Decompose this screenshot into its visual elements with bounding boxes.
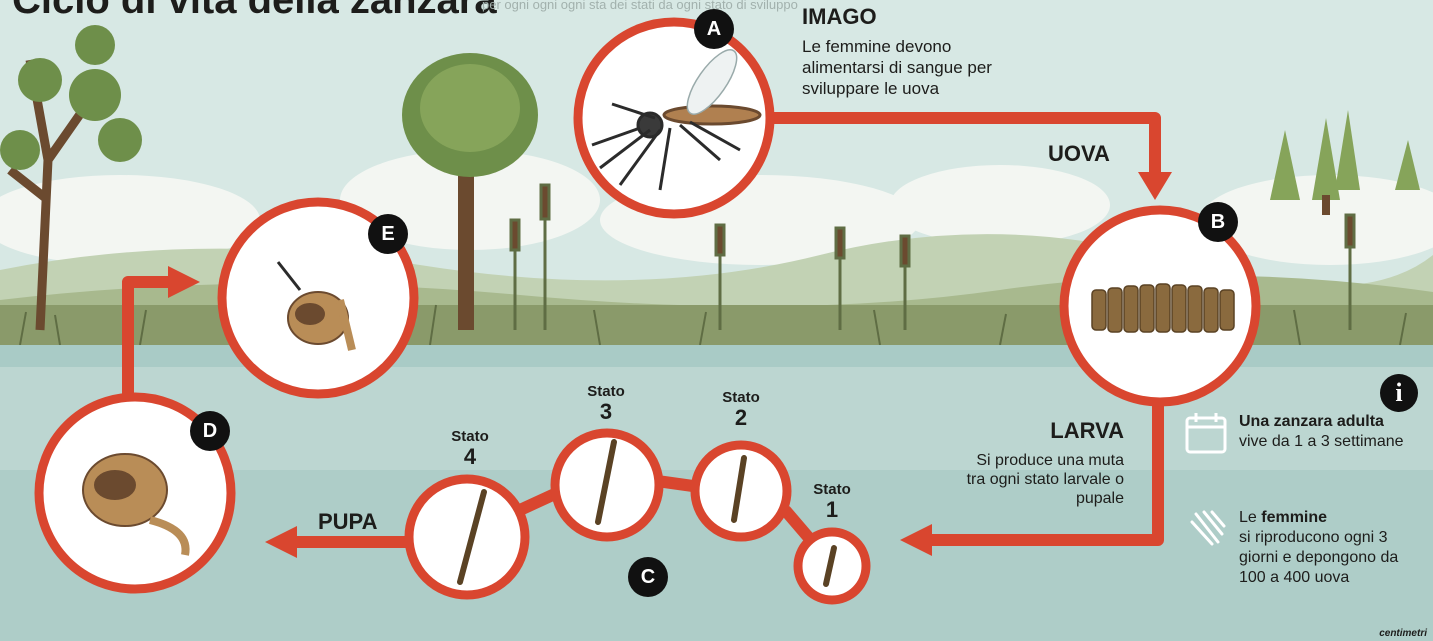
fact-adult-text: vive da 1 a 3 settimane <box>1239 433 1404 450</box>
badge-a: A <box>694 9 734 49</box>
larval-state-1: Stato 1 <box>797 481 867 522</box>
larval-state-label: Stato <box>706 389 776 406</box>
imago-title: IMAGO <box>802 4 877 30</box>
page-subtitle: per ogni ogni ogni sta dei stati da ogni… <box>482 0 798 12</box>
uova-label: UOVA <box>1048 141 1110 167</box>
imago-description: Le femmine devono alimentarsi di sangue … <box>802 36 1022 99</box>
larval-state-2: Stato 2 <box>706 389 776 430</box>
larval-state-label: Stato <box>571 383 641 400</box>
pupa-label: PUPA <box>318 509 378 535</box>
badge-e: E <box>368 214 408 254</box>
larva-label: LARVA <box>1020 418 1124 444</box>
larval-state-3: Stato 3 <box>571 383 641 424</box>
badge-b: B <box>1198 202 1238 242</box>
fact-adult-bold: Una zanzara adulta <box>1239 413 1384 430</box>
larval-state-label: Stato <box>797 481 867 498</box>
fact-reproduction-bold: femmine <box>1261 509 1327 526</box>
larval-state-label: Stato <box>435 428 505 445</box>
brand-logo: centimetri <box>1379 628 1427 639</box>
fact-adult-lifespan: Una zanzara adulta vive da 1 a 3 settima… <box>1239 412 1409 452</box>
badge-c: C <box>628 557 668 597</box>
fact-reproduction: Le femmine si riproducono ogni 3 giorni … <box>1239 508 1419 588</box>
fact-reproduction-pre: Le <box>1239 509 1261 526</box>
fact-reproduction-text: si riproducono ogni 3 giorni e depongono… <box>1239 529 1398 586</box>
larval-state-number: 4 <box>435 445 505 469</box>
larva-description: Si produce una muta tra ogni stato larva… <box>960 451 1124 508</box>
page-title: Ciclo di vita della zanzara <box>12 0 497 23</box>
badge-d: D <box>190 411 230 451</box>
egg-raft-drawing <box>1092 284 1234 332</box>
eggs-icon <box>1188 508 1228 548</box>
larval-state-number: 2 <box>706 406 776 430</box>
calendar-icon <box>1185 412 1229 456</box>
info-icon: i <box>1380 374 1418 412</box>
larval-state-number: 3 <box>571 400 641 424</box>
larval-state-number: 1 <box>797 498 867 522</box>
larval-state-4: Stato 4 <box>435 428 505 469</box>
